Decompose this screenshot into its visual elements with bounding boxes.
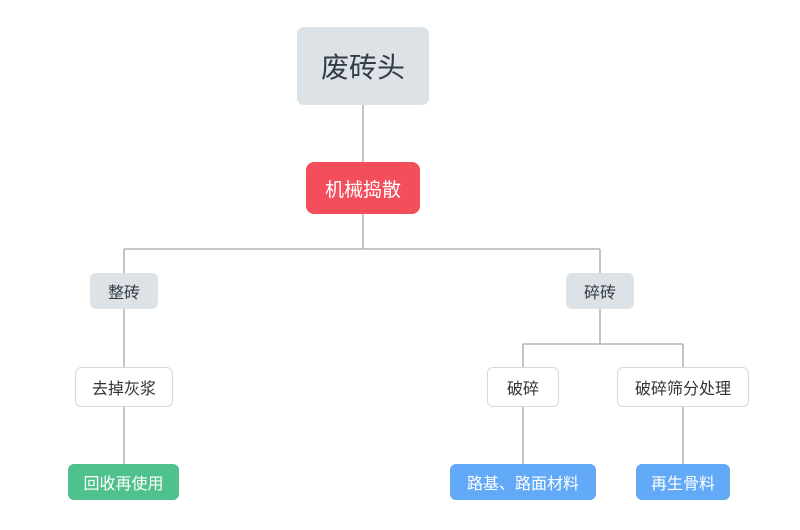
node-whole-brick: 整砖 (90, 273, 158, 309)
node-road-material: 路基、路面材料 (450, 464, 596, 500)
node-root: 废砖头 (297, 27, 429, 105)
node-remove-mortar: 去掉灰浆 (75, 367, 173, 407)
node-crush: 破碎 (487, 367, 559, 407)
node-crush-sieve: 破碎筛分处理 (617, 367, 749, 407)
node-recycle-reuse: 回收再使用 (68, 464, 179, 500)
node-recycled-aggregate: 再生骨料 (636, 464, 730, 500)
node-broken-brick: 碎砖 (566, 273, 634, 309)
node-mechanical-crushing: 机械捣散 (306, 162, 420, 214)
